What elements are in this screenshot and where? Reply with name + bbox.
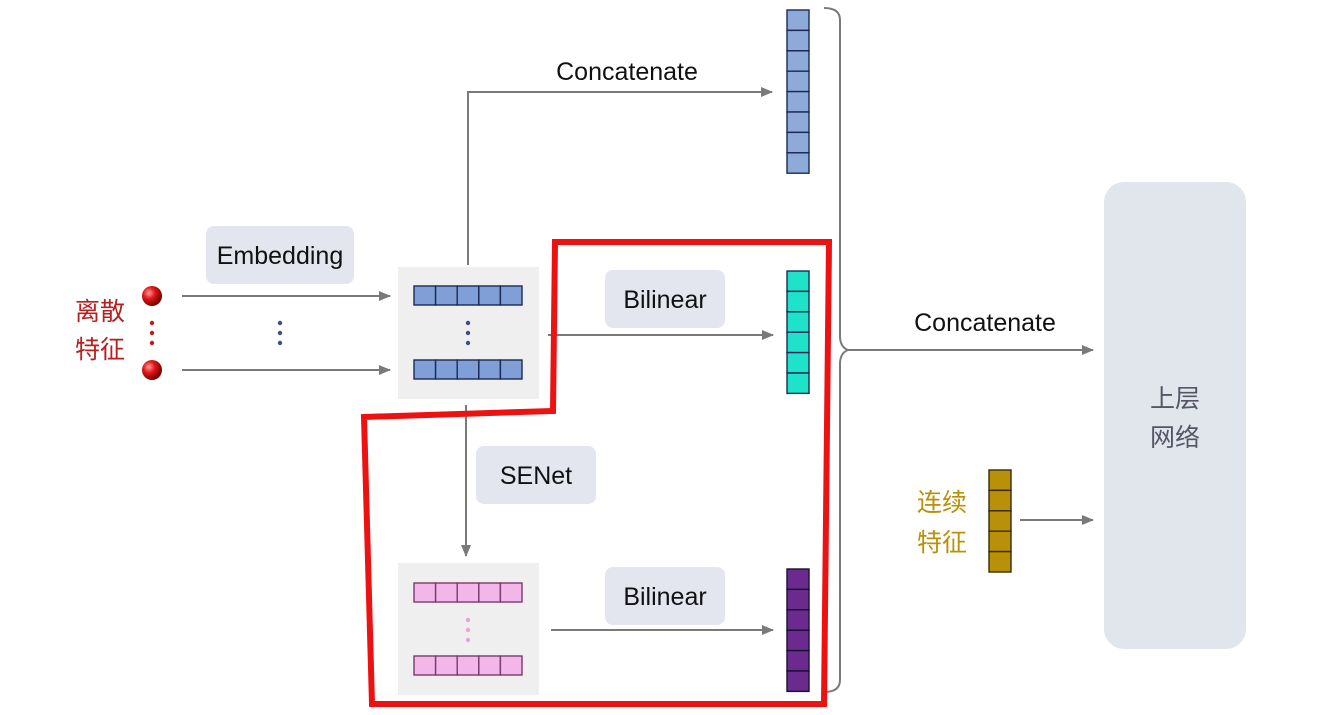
discrete-feature-label-line1: 离散	[75, 297, 125, 326]
senet-label: SENet	[500, 462, 572, 490]
vertical-dots-icon	[465, 617, 471, 643]
bilinear-bottom-label: Bilinear	[623, 583, 706, 611]
upper-network-box	[1104, 182, 1246, 649]
bilinear-top-label: Bilinear	[623, 286, 706, 314]
concat-top-label: Concatenate	[556, 58, 698, 86]
continuous-feature-label-line1: 连续	[917, 488, 967, 517]
bilinear-bottom-label-box	[605, 567, 725, 625]
vertical-dots-icon	[277, 320, 283, 346]
embedding-label: Embedding	[217, 242, 343, 270]
continuous-vector	[988, 469, 1012, 573]
vertical-dots-icon	[465, 320, 471, 346]
concat-brace	[823, 7, 851, 693]
discrete-feature-label-line2: 特征	[75, 335, 125, 364]
senet-vector-bottom	[413, 655, 523, 676]
senet-bilinear-output-vector	[786, 568, 810, 693]
continuous-feature-label-line2: 特征	[917, 528, 967, 557]
concat-right-label: Concatenate	[914, 309, 1056, 337]
senet-vector-top	[413, 582, 523, 603]
bilinear-top-label-box	[605, 270, 725, 328]
concat-top-arrow	[467, 87, 773, 265]
red-sphere-icon	[142, 286, 162, 306]
embedding-vector-bottom	[413, 359, 523, 380]
embedding-vector-top	[413, 285, 523, 306]
concat-output-vector	[786, 9, 810, 174]
senet-label-box	[476, 446, 596, 504]
bilinear-output-vector	[786, 270, 810, 395]
upper-network-label-line2: 网络	[1150, 423, 1200, 452]
embedding-label-box	[206, 226, 354, 284]
vertical-dots-icon	[149, 320, 155, 346]
upper-network-label-line1: 上层	[1150, 384, 1200, 413]
highlight-outline	[360, 239, 833, 707]
red-sphere-icon	[142, 360, 162, 380]
